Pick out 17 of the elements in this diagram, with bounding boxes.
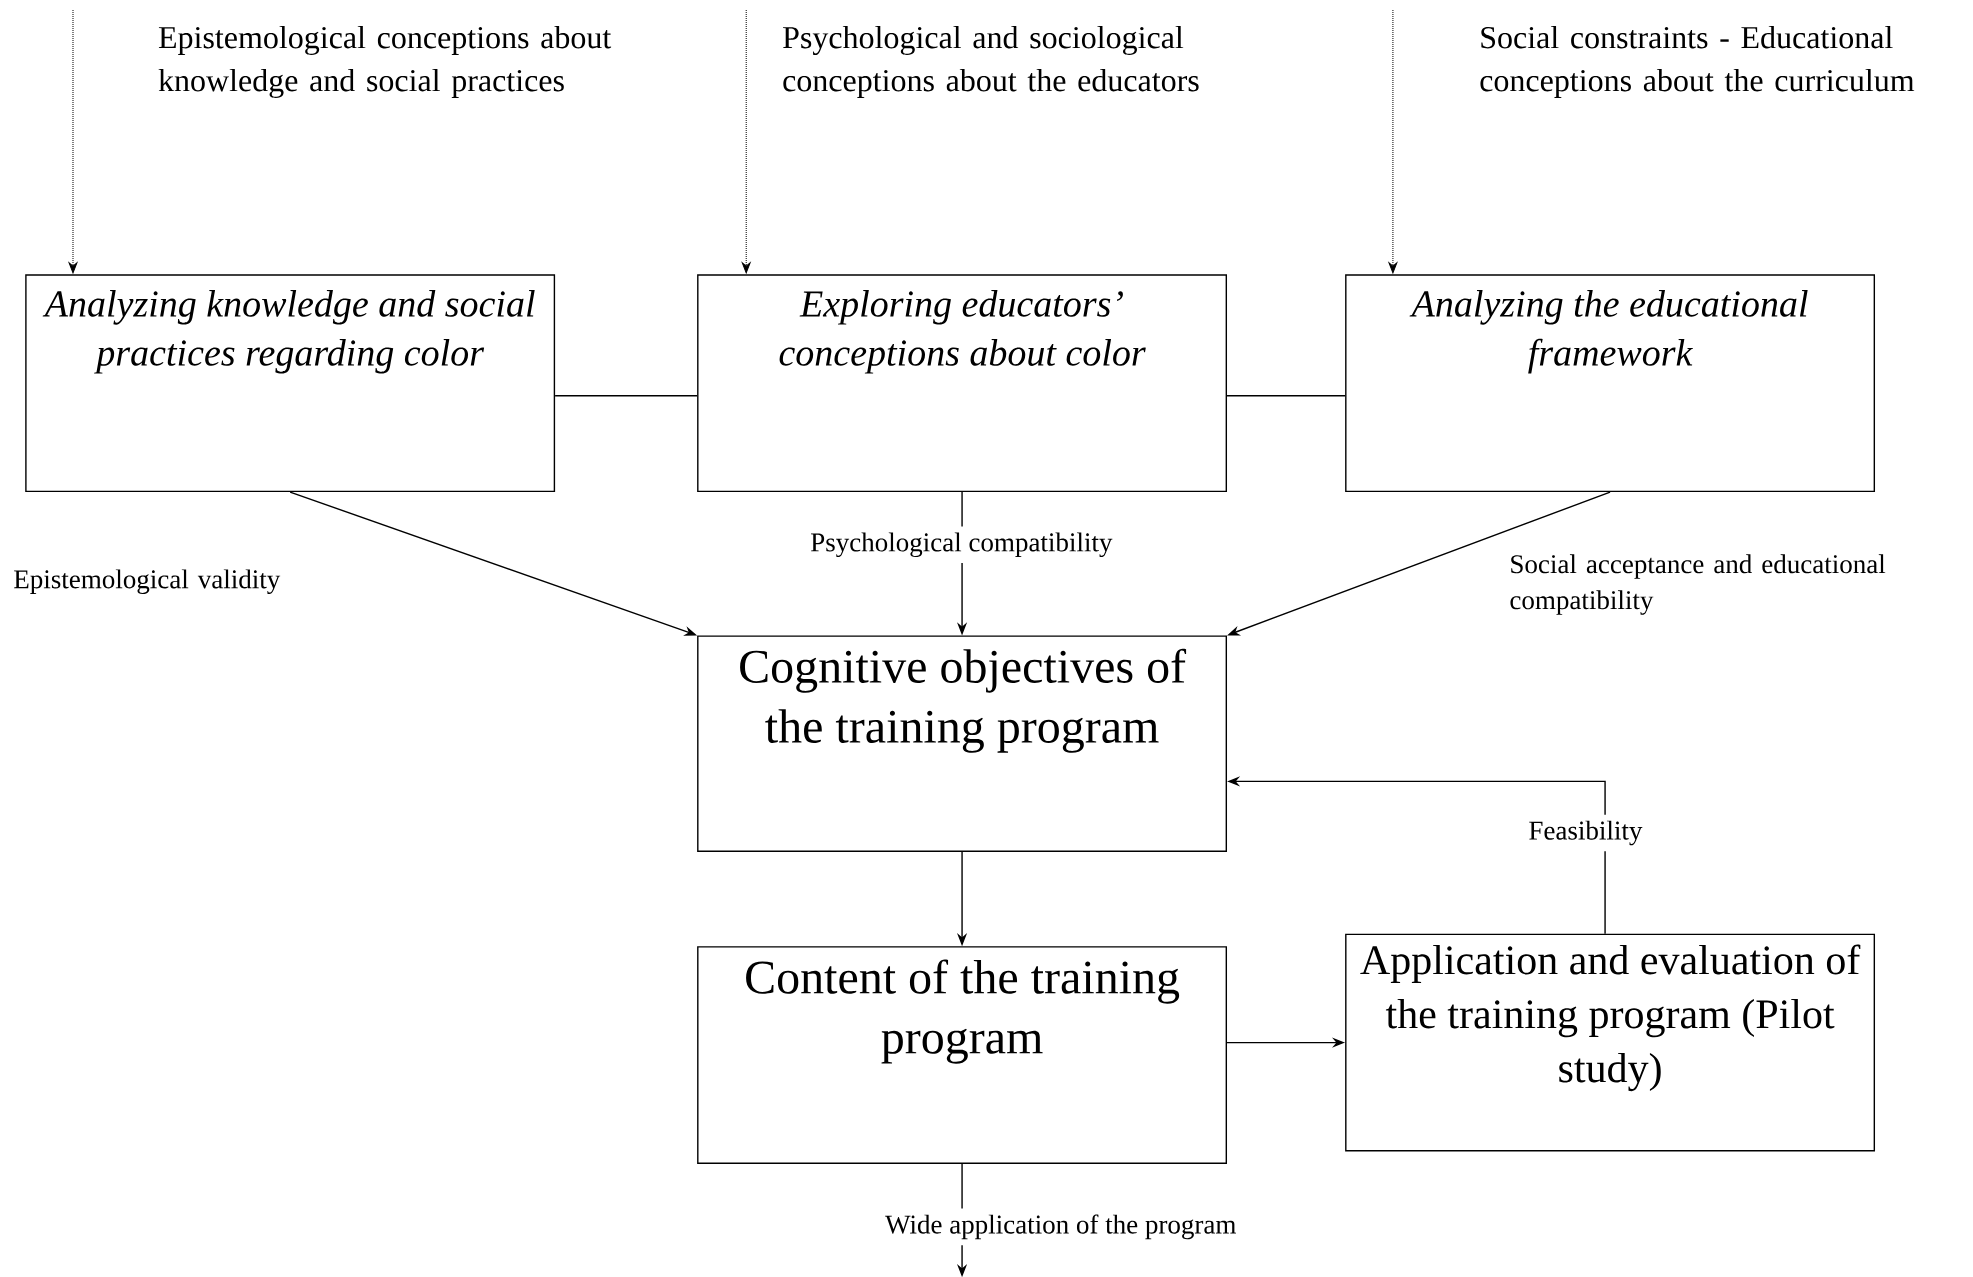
edge-label: Feasibility [1522,814,1649,852]
edge-label: Epistemological validity [14,569,281,594]
edge-label: Social acceptance and educational compatibility [1510,554,1886,615]
note-text: Epistemological conceptions about knowledge and social practices [158,25,612,98]
arrow [1388,9,1398,274]
process-box: Analyzing the educational framework [1345,274,1875,493]
note-text: Psychological and sociological conceptions about the educators [783,25,1199,98]
process-box: Analyzing knowledge and social practices regarding color [25,274,556,493]
process-box: Application and evaluation of the training program (Pilot study) [1345,933,1875,1152]
edge-label: Wide application of the program [879,1208,1243,1246]
process-box: Content of the training program [697,946,1227,1164]
process-box: Exploring educators’ conceptions about color [697,274,1227,493]
edge-label: Psychological compatibility [804,526,1119,564]
arrow [741,9,751,274]
process-box: Cognitive objectives of the training program [697,635,1227,852]
arrow [68,9,78,274]
note-text: Social constraints - Educational conceptions about the curriculum [1480,25,1915,98]
